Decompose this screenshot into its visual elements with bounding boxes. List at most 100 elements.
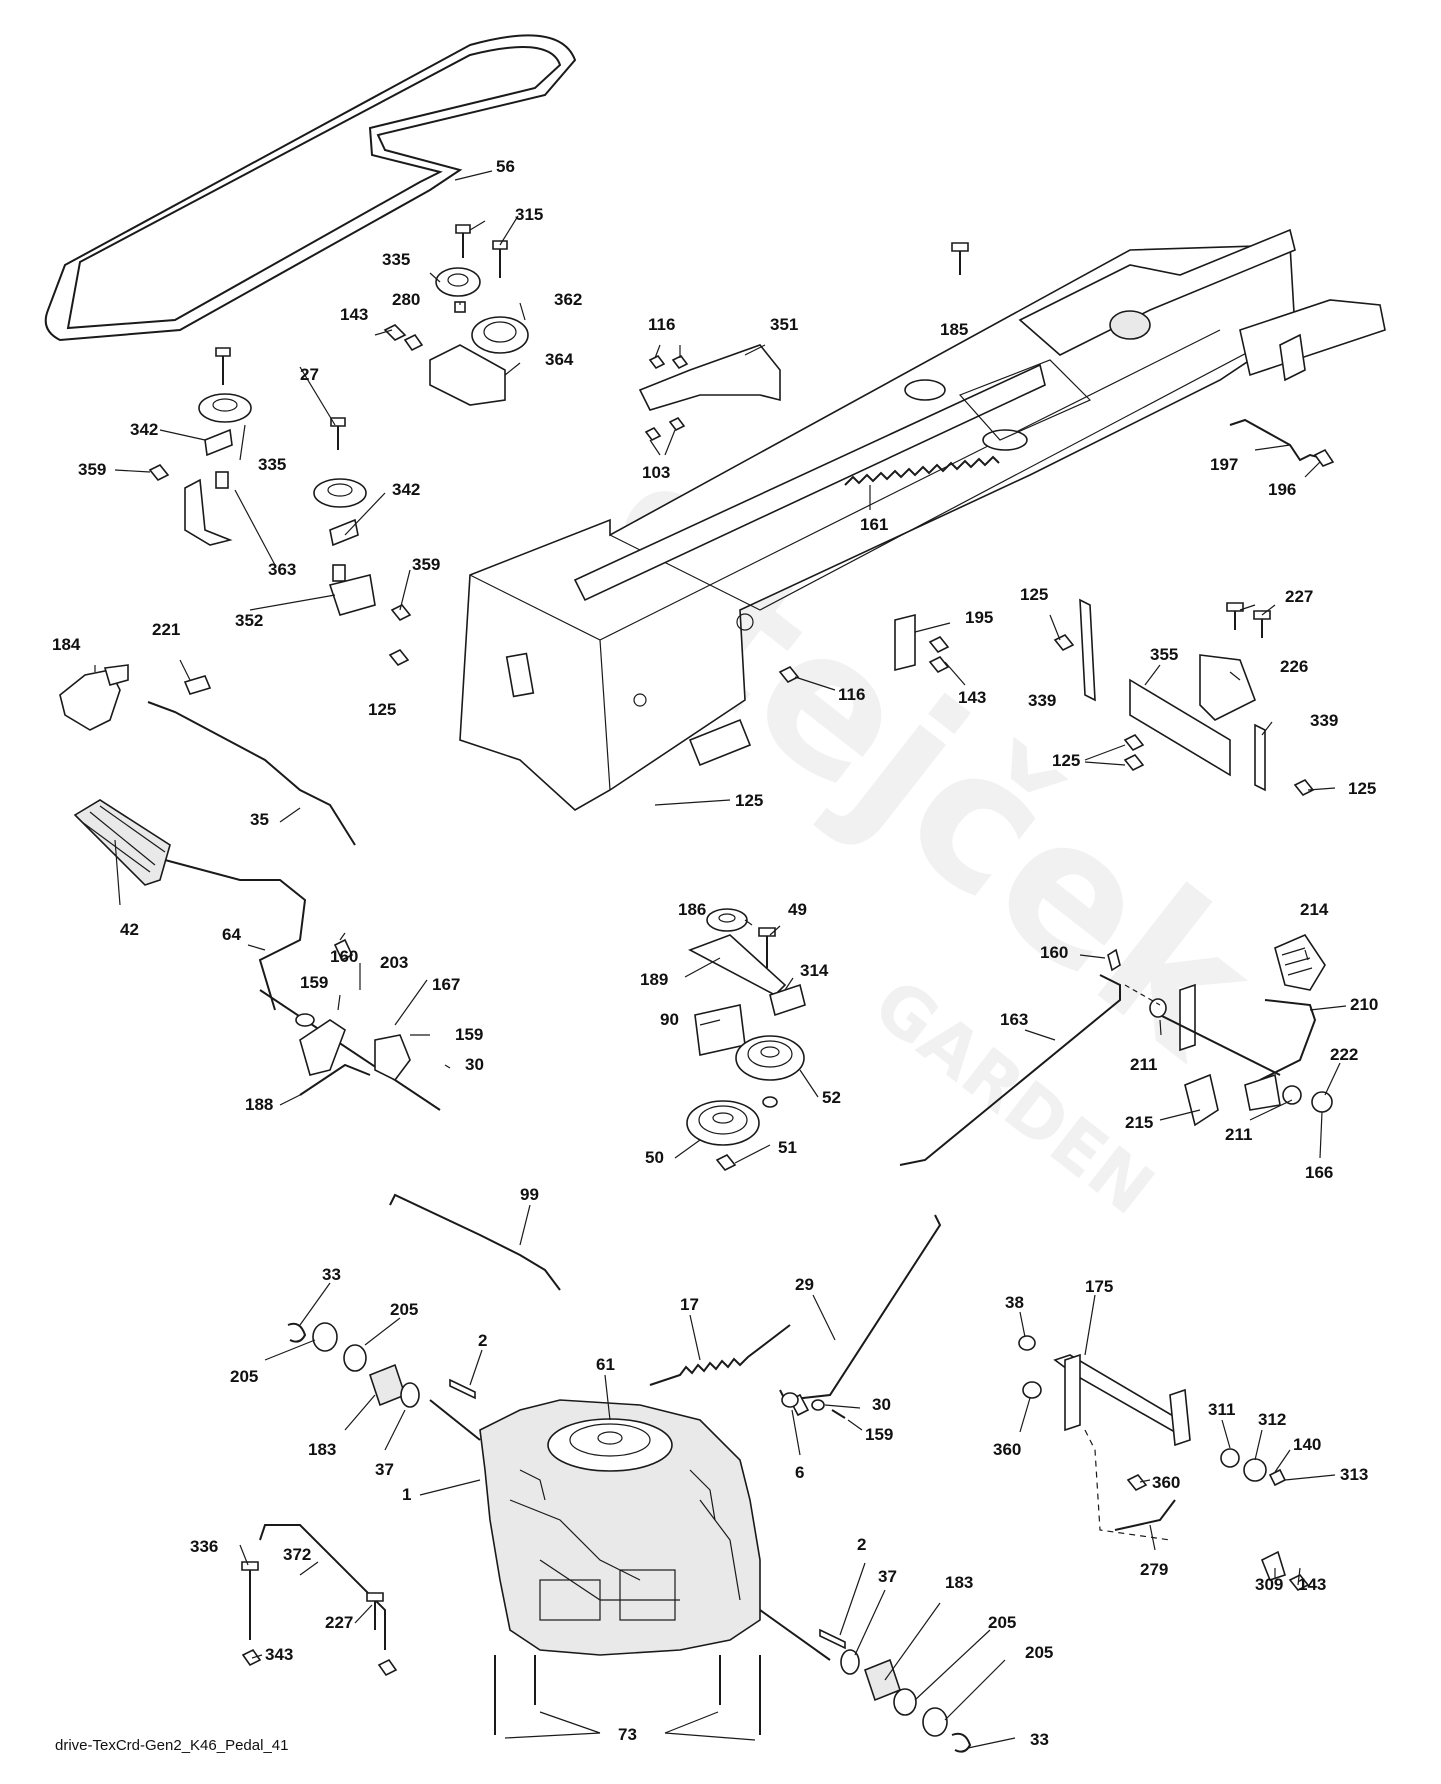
- callout-49: 49: [788, 900, 807, 919]
- callout-360: 360: [993, 1440, 1021, 1459]
- brake-shaft-assembly: [1018, 1335, 1310, 1592]
- callout-313: 313: [1340, 1465, 1368, 1484]
- callout-37: 37: [878, 1567, 897, 1586]
- callout-33: 33: [1030, 1730, 1049, 1749]
- transaxle-1: [429, 1399, 831, 1735]
- brace-372: [241, 1524, 398, 1677]
- callout-342: 342: [130, 420, 158, 439]
- lift-rod-parts: [59, 664, 356, 846]
- idler-assembly-upper: [383, 224, 529, 406]
- callout-205: 205: [988, 1613, 1016, 1632]
- callout-205: 205: [390, 1300, 418, 1319]
- callout-280: 280: [392, 290, 420, 309]
- rod-hardware-29: [781, 1392, 846, 1419]
- callout-52: 52: [822, 1088, 841, 1107]
- bracket-355-set: [1053, 598, 1315, 797]
- callout-51: 51: [778, 1138, 797, 1157]
- callout-125: 125: [735, 791, 763, 810]
- main-frame: [459, 228, 1386, 811]
- callout-160: 160: [1040, 943, 1068, 962]
- callout-352: 352: [235, 611, 263, 630]
- callout-359: 359: [412, 555, 440, 574]
- callout-99: 99: [520, 1185, 539, 1204]
- callout-17: 17: [680, 1295, 699, 1314]
- callout-183: 183: [308, 1440, 336, 1459]
- callout-42: 42: [120, 920, 139, 939]
- callout-116: 116: [838, 685, 865, 704]
- callout-203: 203: [380, 953, 408, 972]
- callout-211: 211: [1130, 1055, 1157, 1074]
- callout-125: 125: [1020, 585, 1048, 604]
- callout-362: 362: [554, 290, 582, 309]
- callout-355: 355: [1150, 645, 1178, 664]
- callout-336: 336: [190, 1537, 218, 1556]
- callout-30: 30: [872, 1395, 891, 1414]
- callout-222: 222: [1330, 1045, 1358, 1064]
- callouts: 56 315 335 280 362 143 364 27 342 335 35…: [52, 157, 1378, 1749]
- callout-163: 163: [1000, 1010, 1028, 1029]
- bracket-195: [778, 613, 950, 684]
- callout-2: 2: [478, 1331, 487, 1350]
- idler-assembly-lower: [148, 347, 412, 667]
- callout-27: 27: [300, 365, 319, 384]
- callout-161: 161: [860, 515, 888, 534]
- callout-184: 184: [52, 635, 81, 654]
- callout-279: 279: [1140, 1560, 1168, 1579]
- callout-125: 125: [368, 700, 396, 719]
- control-rods: [389, 1193, 942, 1402]
- leader-lines: [94, 170, 1347, 1749]
- callout-351: 351: [770, 315, 798, 334]
- lever-assembly-64: [73, 799, 441, 1111]
- callout-6: 6: [795, 1463, 804, 1482]
- callout-116: 116: [648, 315, 675, 334]
- callout-185: 185: [940, 320, 968, 339]
- bracket-351: [638, 344, 781, 442]
- callout-196: 196: [1268, 480, 1296, 499]
- callout-30: 30: [465, 1055, 484, 1074]
- callout-205: 205: [1025, 1643, 1053, 1662]
- callout-2: 2: [857, 1535, 866, 1554]
- callout-188: 188: [245, 1095, 273, 1114]
- misc-frame-parts: [951, 242, 1335, 467]
- callout-38: 38: [1005, 1293, 1024, 1312]
- callout-364: 364: [545, 350, 574, 369]
- callout-309: 309: [1255, 1575, 1283, 1594]
- callout-50: 50: [645, 1148, 664, 1167]
- callout-143: 143: [958, 688, 986, 707]
- callout-214: 214: [1300, 900, 1329, 919]
- callout-335: 335: [382, 250, 410, 269]
- callout-166: 166: [1305, 1163, 1333, 1182]
- callout-311: 311: [1208, 1400, 1235, 1419]
- callout-363: 363: [268, 560, 296, 579]
- pedal-assembly: [899, 934, 1333, 1166]
- callout-175: 175: [1085, 1277, 1113, 1296]
- callout-227: 227: [325, 1613, 353, 1632]
- callout-56: 56: [496, 157, 515, 176]
- callout-64: 64: [222, 925, 241, 944]
- spring-161: [844, 455, 1000, 486]
- callout-167: 167: [432, 975, 460, 994]
- callout-160: 160: [330, 947, 358, 966]
- drive-belt-56: [44, 34, 577, 342]
- callout-343: 343: [265, 1645, 293, 1664]
- callout-1: 1: [402, 1485, 411, 1504]
- callout-197: 197: [1210, 455, 1238, 474]
- callout-195: 195: [965, 608, 993, 627]
- callout-215: 215: [1125, 1113, 1153, 1132]
- callout-221: 221: [152, 620, 180, 639]
- callout-29: 29: [795, 1275, 814, 1294]
- callout-37: 37: [375, 1460, 394, 1479]
- callout-339: 339: [1310, 711, 1338, 730]
- callout-226: 226: [1280, 657, 1308, 676]
- callout-314: 314: [800, 961, 829, 980]
- callout-315: 315: [515, 205, 543, 224]
- callout-159: 159: [455, 1025, 483, 1044]
- callout-335: 335: [258, 455, 286, 474]
- callout-125: 125: [1052, 751, 1080, 770]
- callout-33: 33: [322, 1265, 341, 1284]
- callout-183: 183: [945, 1573, 973, 1592]
- callout-103: 103: [642, 463, 670, 482]
- callout-90: 90: [660, 1010, 679, 1029]
- callout-210: 210: [1350, 995, 1378, 1014]
